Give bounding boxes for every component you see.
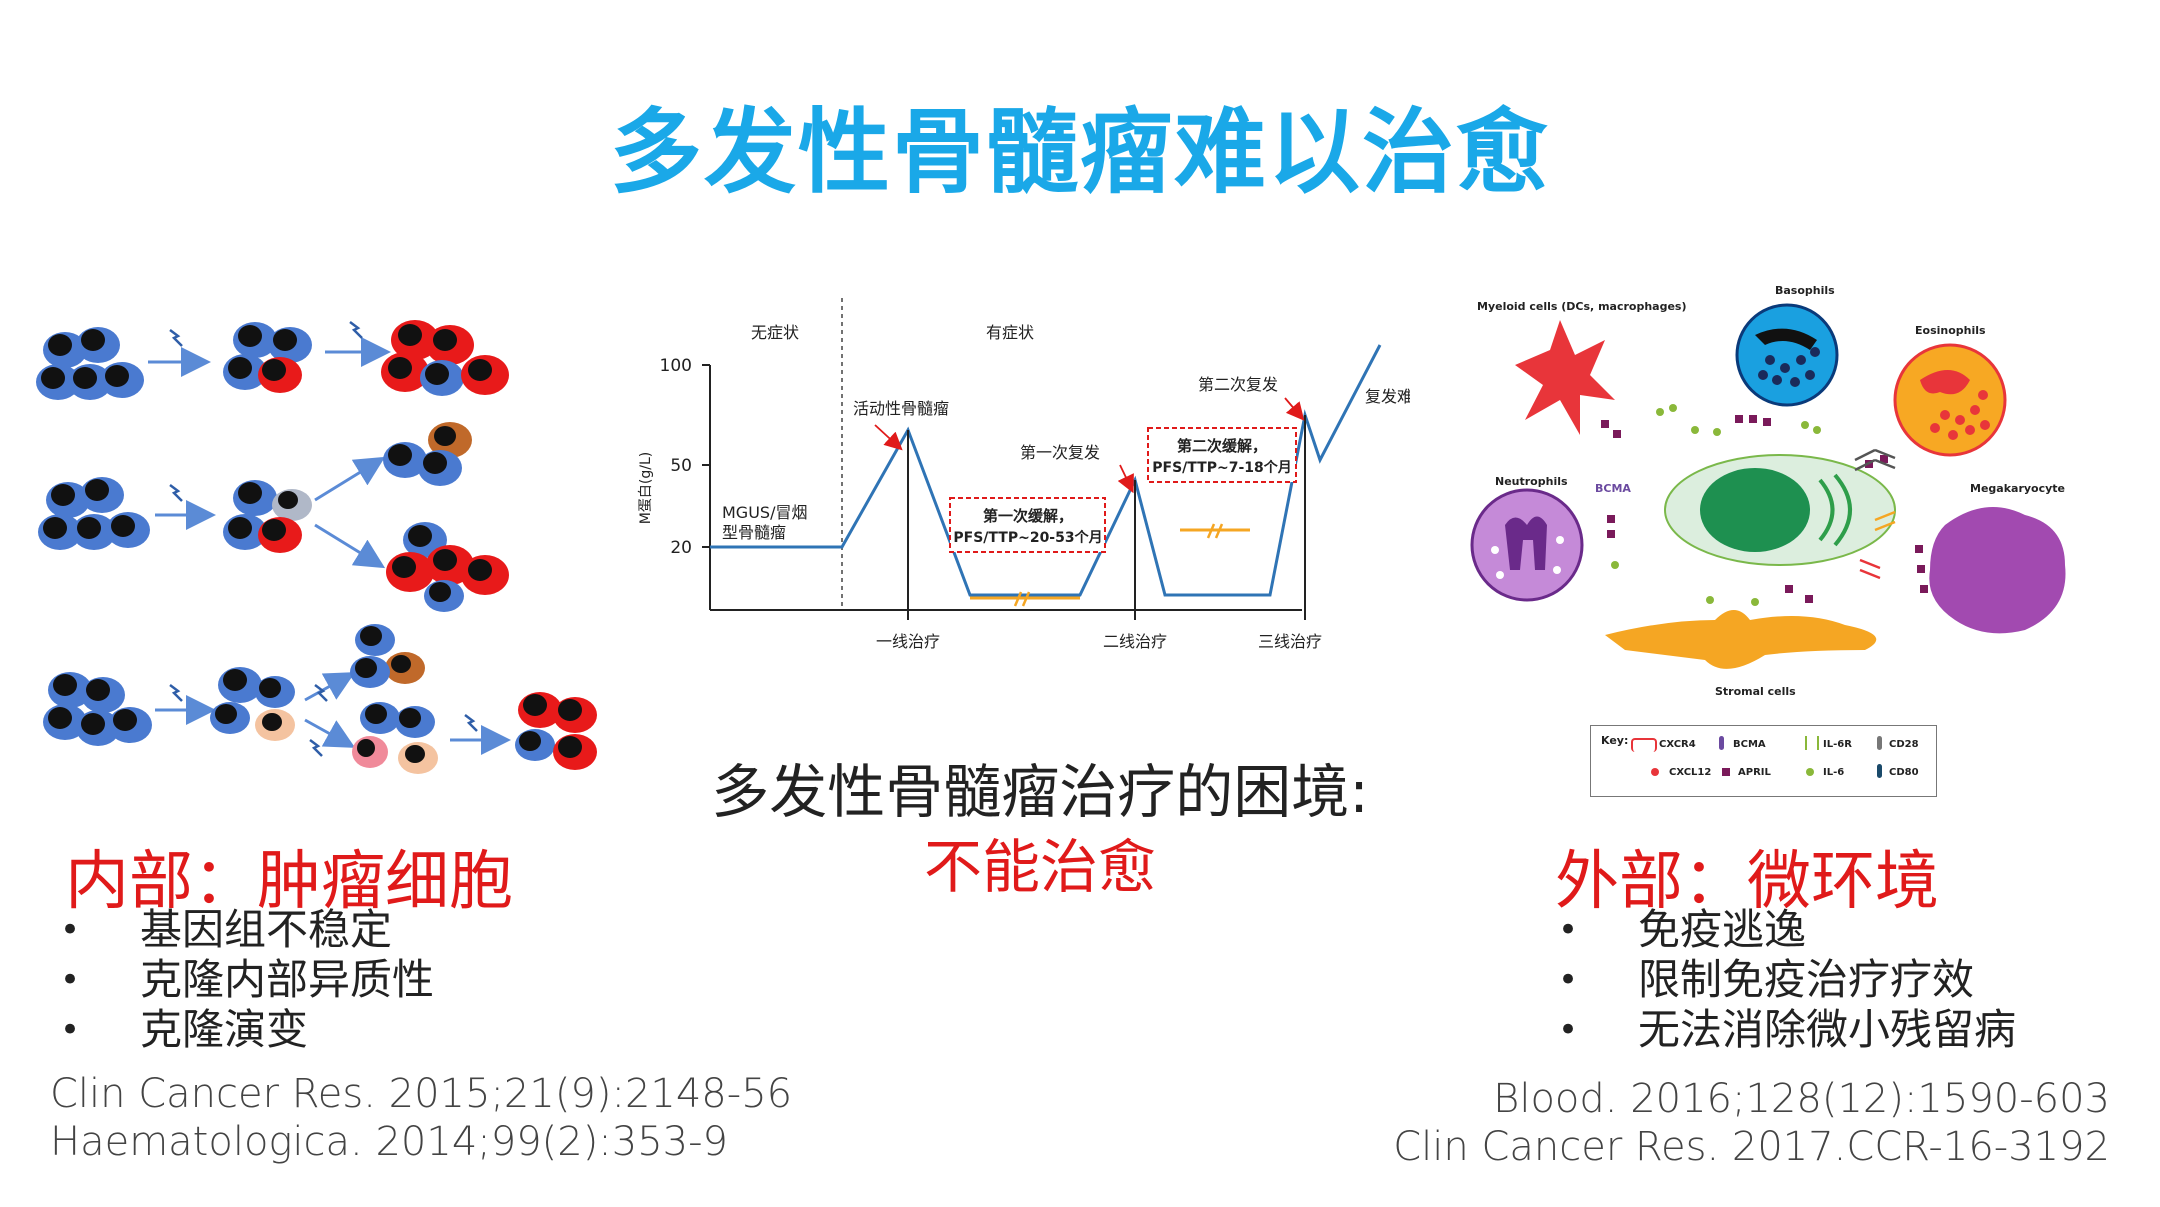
cell-cluster-mixed (210, 667, 295, 741)
stromal-cell-shape (1605, 610, 1877, 669)
remission-box-1 (949, 497, 1106, 553)
annotation-first-relapse: 第一次复发 (1020, 443, 1100, 462)
remission-1-pfs: PFS/TTP~20-53个月 (953, 529, 1102, 546)
legend-key-title: Key: (1601, 734, 1629, 747)
cd28-icon (1877, 736, 1882, 750)
myeloma-cell (1664, 454, 1896, 566)
label-myeloid-cells: Myeloid cells (DCs, macrophages) (1477, 300, 1687, 313)
cxcr4-icon (1631, 738, 1657, 752)
cell-cluster-blue (38, 477, 150, 550)
legend-item-bcma: BCMA (1733, 739, 1766, 750)
bullet-item: 无法消除微小残留病 (1558, 1005, 2016, 1055)
citation: Clin Cancer Res. 2017.CCR-16-3192 (1393, 1124, 2110, 1170)
lightning-icon (169, 684, 183, 702)
annotation-second-relapse: 第二次复发 (1198, 375, 1278, 394)
x-tick-first-line: 一线治疗 (876, 632, 940, 651)
bullet-item: 免疫逃逸 (1558, 905, 2016, 955)
legend-item-april: APRIL (1738, 767, 1771, 778)
ligand-dots (1601, 404, 1928, 606)
left-citations: Clin Cancer Res. 2015;21(9):2148-56 Haem… (50, 1070, 792, 1166)
label-megakaryocyte: Megakaryocyte (1970, 482, 2065, 495)
remission-1-title: 第一次缓解， (983, 507, 1073, 525)
remission-2-pfs: PFS/TTP~7-18个月 (1152, 459, 1291, 476)
legend-item-cd28: CD28 (1889, 739, 1919, 750)
bullet-item: 克隆内部异质性 (60, 955, 434, 1005)
cell-cluster-blue (43, 672, 152, 746)
annotation-mgus-1: MGUS/冒烟 (722, 503, 807, 522)
center-heading: 多发性骨髓瘤治疗的困境: (711, 758, 1369, 826)
lightning-icon (314, 684, 328, 702)
disease-course-chart: 无症状 有症状 M蛋白(g/L) 100 50 20 一线治疗 二线治疗 三线治… (638, 298, 1410, 651)
remission-2-title: 第二次缓解， (1177, 437, 1267, 455)
eosinophil-cell (1893, 343, 2007, 457)
cell-cluster-pink (352, 702, 438, 774)
il6r-icon (1805, 736, 1819, 750)
cell-cluster-red (386, 522, 509, 612)
neutrophil-cell (1470, 488, 1584, 602)
break-mark-2 (1206, 523, 1224, 539)
myeloid-cell-shape (1515, 320, 1615, 435)
legend-item-cxcl12: CXCL12 (1669, 767, 1712, 778)
y-tick-100: 100 (660, 356, 692, 376)
cell-cluster-brown (383, 422, 472, 486)
citation: Blood. 2016;128(12):1590-603 (1493, 1076, 2110, 1122)
legend-item-cxcr4: CXCR4 (1659, 739, 1696, 750)
cd80-icon (1877, 764, 1882, 778)
microenvironment-diagram: Myeloid cells (DCs, macrophages) Basophi… (1470, 284, 2066, 698)
remission-box-2 (1147, 427, 1297, 483)
lightning-icon (464, 714, 478, 732)
cell-cluster-mixed (223, 480, 312, 553)
cell-cluster-brown (350, 624, 425, 688)
bullet-item: 限制免疫治疗疗效 (1558, 955, 2016, 1005)
x-tick-third-line: 三线治疗 (1258, 632, 1322, 651)
center-subheading: 不能治愈 (923, 833, 1156, 901)
label-basophils: Basophils (1775, 284, 1835, 297)
cell-cluster-red (515, 692, 597, 770)
right-bullet-list: 免疫逃逸 限制免疫治疗疗效 无法消除微小残留病 (1558, 905, 2016, 1055)
right-citations: Blood. 2016;128(12):1590-603 Clin Cancer… (1393, 1075, 2110, 1171)
receptor-icons (1854, 448, 1896, 580)
cxcl12-icon (1651, 768, 1659, 776)
bullet-item: 克隆演变 (60, 1005, 434, 1055)
lightning-icon (169, 484, 183, 502)
lightning-icon (169, 329, 183, 347)
phase-label-symptomatic: 有症状 (986, 323, 1034, 342)
annotation-active-myeloma: 活动性骨髓瘤 (853, 399, 949, 418)
citation: Clin Cancer Res. 2015;21(9):2148-56 (50, 1071, 793, 1117)
x-tick-second-line: 二线治疗 (1103, 632, 1167, 651)
slide-title: 多发性骨髓瘤难以治愈 (609, 99, 1550, 206)
y-axis-label: M蛋白(g/L) (638, 452, 654, 524)
y-tick-20: 20 (670, 538, 692, 558)
label-neutrophils: Neutrophils (1495, 475, 1568, 488)
label-eosinophils: Eosinophils (1915, 324, 1986, 337)
clonal-evolution-illustration (36, 320, 597, 774)
cell-cluster-red (381, 320, 509, 396)
legend-item-cd80: CD80 (1889, 767, 1919, 778)
il6-icon (1806, 768, 1814, 776)
phase-label-asymptomatic: 无症状 (751, 323, 799, 342)
cell-cluster-blue (36, 327, 144, 400)
label-stromal-cells: Stromal cells (1715, 685, 1796, 698)
annotation-refractory: 复发难治 (1365, 387, 1410, 406)
cell-cluster-mixed (223, 322, 312, 393)
bcma-icon (1719, 736, 1724, 750)
label-bcma: BCMA (1595, 482, 1631, 495)
left-bullet-list: 基因组不稳定 克隆内部异质性 克隆演变 (60, 905, 434, 1055)
citation: Haematologica. 2014;99(2):353-9 (50, 1119, 729, 1165)
bullet-item: 基因组不稳定 (60, 905, 434, 955)
lightning-icon (349, 321, 363, 339)
legend-item-il6r: IL-6R (1823, 739, 1852, 750)
legend-key-box: Key: CXCR4 BCMA IL-6R CD28 CXCL12 APRIL … (1590, 725, 1937, 797)
break-mark-1 (1013, 591, 1031, 607)
lightning-icon (309, 739, 323, 757)
y-tick-50: 50 (670, 456, 692, 476)
megakaryocyte-cell (1929, 507, 2066, 634)
legend-item-il6: IL-6 (1823, 767, 1845, 778)
april-icon (1722, 768, 1730, 776)
annotation-mgus-2: 型骨髓瘤 (722, 523, 786, 542)
basophil-cell (1735, 303, 1839, 407)
